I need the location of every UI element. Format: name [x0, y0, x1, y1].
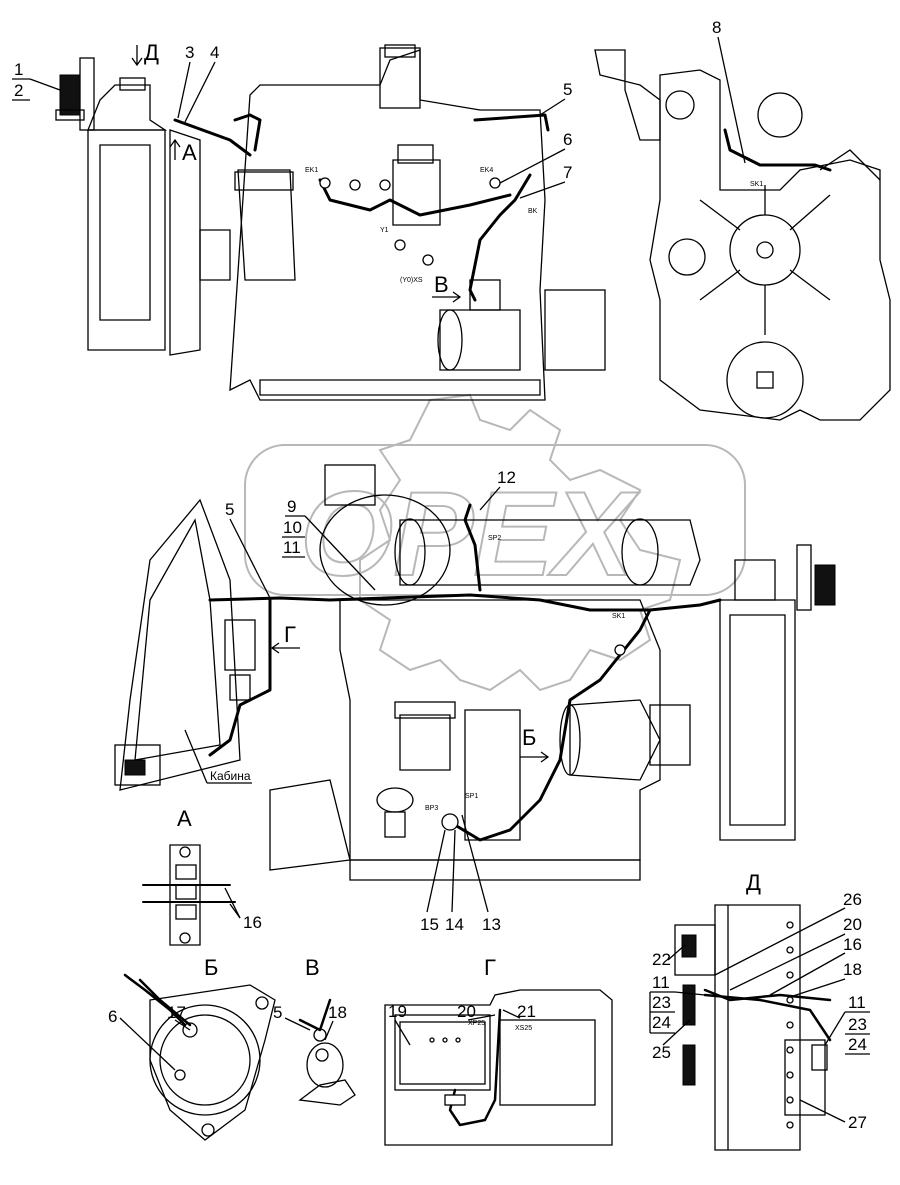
callout-12: 12	[497, 468, 516, 487]
view-g-controller: Г XP25 XS25 19 20 21	[384, 955, 613, 1146]
callout-6-top: 6	[563, 130, 572, 149]
view-d-radiator-relays: Д 26 20 16 18 22 11 23 24	[649, 870, 870, 1151]
callout-18-v: 18	[328, 1003, 347, 1022]
callout-22: 22	[652, 950, 671, 969]
label-y1: Y1	[380, 227, 389, 234]
label-xp25: XP25	[468, 1020, 485, 1027]
label-xs25: XS25	[515, 1025, 532, 1032]
top-left-engine-side-view: EK1 EK4 Y1 (Y0)XS BK Д А В 1 2 3 4 5 6 7	[12, 40, 606, 401]
callout-20-g: 20	[457, 1002, 476, 1021]
callout-5-v: 5	[273, 1003, 282, 1022]
callout-19: 19	[388, 1002, 407, 1021]
view-b-title: Б	[204, 955, 218, 980]
view-v-title: В	[305, 955, 320, 980]
label-sp2: SP2	[488, 535, 501, 542]
view-arrow-g: Г	[284, 622, 296, 647]
label-cabin: Кабина	[210, 769, 251, 783]
label-bk: BK	[528, 208, 538, 215]
label-sk1-mid: SK1	[612, 613, 625, 620]
callout-11-d-left: 11	[652, 973, 670, 992]
callout-11-d-right: 11	[848, 993, 866, 1012]
label-sk1-top: SK1	[750, 181, 763, 188]
callout-16-a: 16	[243, 913, 262, 932]
callout-8: 8	[712, 18, 721, 37]
callout-9: 9	[287, 497, 296, 516]
callout-23-d-right: 23	[848, 1015, 867, 1034]
callout-15: 15	[420, 915, 439, 934]
callout-13: 13	[482, 915, 501, 934]
middle-engine-side-view: SP2 SK1 SP1 BP3 Кабина Г Б 12 5 9 10 11 …	[114, 464, 836, 934]
view-b-starter-terminal: Б 17 6	[108, 955, 276, 1141]
callout-10: 10	[283, 518, 302, 537]
top-right-engine-front-view: SK1 8	[594, 18, 891, 421]
label-ek4: EK4	[480, 167, 493, 174]
view-g-title: Г	[484, 955, 496, 980]
callout-17: 17	[167, 1003, 186, 1022]
callout-2: 2	[14, 81, 23, 100]
callout-3: 3	[185, 43, 194, 62]
view-a-connector: А 16	[142, 806, 262, 946]
callout-27: 27	[848, 1113, 867, 1132]
callout-5-mid: 5	[225, 500, 234, 519]
view-arrow-v: В	[434, 272, 449, 297]
view-arrow-d-top: Д	[144, 40, 159, 65]
label-bp3: BP3	[425, 805, 438, 812]
view-arrow-b: Б	[522, 725, 536, 750]
callout-25: 25	[652, 1043, 671, 1062]
label-yoxs: (Y0)XS	[400, 277, 423, 284]
label-ek1: EK1	[305, 167, 318, 174]
callout-4: 4	[210, 43, 219, 62]
view-a-title: А	[177, 806, 192, 831]
callout-18-d: 18	[843, 960, 862, 979]
callout-21: 21	[517, 1002, 536, 1021]
callout-26: 26	[843, 890, 862, 909]
callout-6-b: 6	[108, 1007, 117, 1026]
callout-23-d-left: 23	[652, 993, 671, 1012]
callout-7: 7	[563, 163, 572, 182]
view-arrow-a-top: А	[182, 140, 197, 165]
callout-24-d-right: 24	[848, 1035, 867, 1054]
view-d-title: Д	[746, 870, 761, 895]
callout-20-d: 20	[843, 915, 862, 934]
callout-1: 1	[14, 60, 23, 79]
callout-11-mid: 11	[283, 538, 301, 557]
callout-5-top: 5	[563, 80, 572, 99]
callout-24-d-left: 24	[652, 1013, 671, 1032]
view-v-sensor: В 5 18	[273, 955, 356, 1106]
callout-16-d: 16	[843, 935, 862, 954]
callout-14: 14	[445, 915, 464, 934]
label-sp1: SP1	[465, 793, 478, 800]
